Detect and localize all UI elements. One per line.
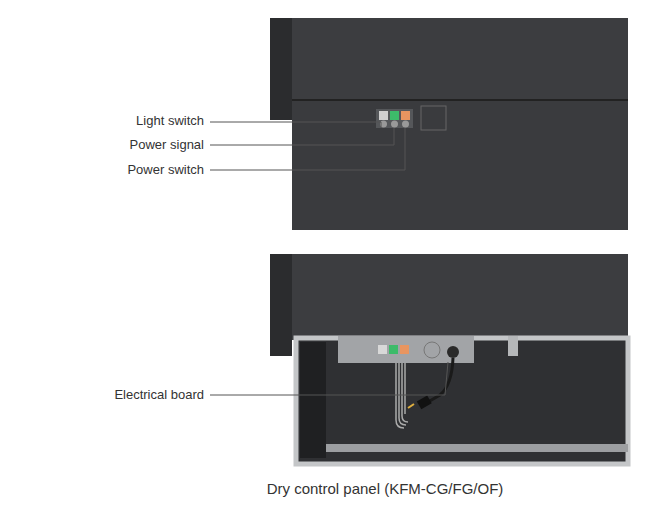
side-post [300, 342, 326, 458]
plug-pin [408, 404, 414, 408]
switch-housing [376, 109, 413, 128]
power-signal [389, 345, 398, 354]
part-label: Light switch [136, 113, 204, 129]
knob [402, 121, 409, 128]
power-switch [400, 345, 409, 354]
seam [292, 99, 628, 101]
knob [391, 121, 398, 128]
cover-outline [421, 106, 446, 130]
leader-line [210, 128, 405, 170]
bracket [508, 336, 518, 356]
dial [424, 342, 440, 358]
cabinet-lip [270, 254, 292, 356]
power-switch [401, 111, 410, 120]
part-label: Power switch [127, 162, 204, 178]
plug [417, 396, 432, 410]
leader-line [210, 362, 448, 395]
part-label: Power signal [130, 137, 204, 153]
bottom-rail [326, 444, 628, 452]
power-signal [390, 111, 399, 120]
caption: Dry control panel (KFM-CG/FG/OF) [267, 480, 504, 498]
cabinet-top [270, 18, 628, 102]
cabinet-top [270, 254, 628, 340]
cabinet-lip [270, 18, 292, 120]
light-switch [379, 111, 388, 120]
cabinet-body [292, 100, 628, 230]
cable-gland [447, 346, 459, 358]
leader-line [210, 122, 381, 128]
part-label: Electrical board [114, 387, 204, 403]
light-switch [378, 345, 387, 354]
leader-line [210, 128, 394, 145]
